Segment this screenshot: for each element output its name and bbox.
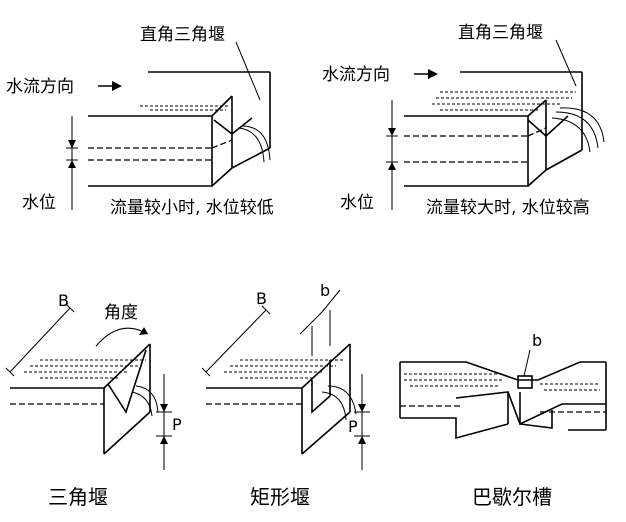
panel-triangular-weir-high-flow: 直角三角堰 水流方向 水位 流量较大时, 水位较高	[322, 23, 605, 218]
overflow-jet	[321, 391, 347, 421]
dimension-tick	[201, 367, 211, 377]
level-arrow	[388, 128, 396, 136]
overflow-jet	[237, 127, 265, 163]
panel-caption: 三角堰	[48, 485, 108, 509]
weir-bottom	[231, 147, 271, 169]
channel-bottom-edge	[527, 169, 547, 187]
overflow-jet	[559, 107, 605, 143]
channel-edge	[527, 99, 547, 117]
height-arrow	[358, 404, 366, 412]
dimension-tick	[5, 367, 15, 377]
panel-caption: 巴歇尔槽	[472, 485, 552, 509]
panel-caption: 流量较大时, 水位较高	[426, 198, 590, 218]
weir-label: 直角三角堰	[140, 25, 225, 45]
flow-arrow-head	[112, 81, 122, 91]
level-arrow	[68, 140, 76, 148]
flow-direction-label: 水流方向	[322, 65, 390, 85]
height-arrow	[358, 436, 366, 444]
panel-parshall-flume: b 巴歇尔槽	[399, 331, 607, 509]
overflow-jet	[131, 391, 153, 417]
weir-label: 直角三角堰	[458, 23, 543, 43]
throat-leader	[523, 349, 531, 377]
throat-marker	[517, 375, 533, 389]
v-notch	[107, 349, 147, 414]
notch-width-label: b	[320, 281, 330, 300]
angle-arrow	[139, 327, 148, 335]
notch-leader	[321, 289, 341, 313]
notch-dimension-line	[299, 311, 323, 335]
flume-outlet	[519, 410, 553, 429]
overflow-jet	[241, 125, 271, 161]
water-level-label: 水位	[340, 193, 374, 213]
panel-rectangular-weir: B b P 矩形堰	[201, 281, 370, 509]
channel-outline	[206, 387, 303, 454]
dimension-tick	[65, 303, 75, 313]
height-arrow	[160, 404, 168, 412]
channel-bottom-edge	[211, 167, 233, 187]
overflow-jet	[551, 117, 591, 153]
channel-outline	[10, 387, 105, 454]
panel-caption: 流量较小时, 水位较低	[110, 198, 274, 218]
angle-arc	[95, 327, 149, 347]
width-label: B	[58, 291, 69, 310]
width-dimension-line	[205, 309, 267, 373]
flume-wall-outline	[455, 391, 606, 426]
water-level-label: 水位	[22, 193, 56, 213]
panel-caption: 矩形堰	[250, 485, 310, 509]
dimension-tick	[261, 305, 271, 315]
height-arrow	[160, 436, 168, 444]
overflow-jet	[327, 385, 357, 415]
width-dimension-line	[9, 307, 71, 373]
flume-inlet-outline	[400, 417, 509, 440]
weir-leader-line	[555, 39, 577, 87]
v-notch	[527, 115, 569, 138]
channel-outline	[88, 115, 213, 187]
water-level-dash	[527, 127, 547, 137]
height-label: P	[172, 415, 182, 434]
weir-bottom	[301, 411, 351, 455]
angle-label: 角度	[104, 303, 138, 323]
overflow-jet	[555, 111, 599, 149]
flow-direction-label: 水流方向	[6, 77, 74, 97]
weir-leader-line	[235, 41, 261, 101]
v-notch	[213, 117, 253, 136]
weir-bottom	[103, 411, 151, 455]
overflow-jet	[135, 385, 159, 413]
flow-arrow-head	[428, 69, 438, 79]
level-arrow	[388, 162, 396, 170]
flume-top-outline	[400, 361, 606, 381]
panel-triangular-weir-low-flow: 直角三角堰 水流方向 水位 流量较小时, 水位较低	[6, 25, 274, 218]
water-level-dash	[211, 139, 233, 149]
width-label: B	[256, 289, 267, 308]
panel-triangular-weir: B 角度 P 三角堰	[5, 291, 182, 509]
channel-outline	[404, 115, 529, 187]
rectangular-notch	[311, 360, 331, 414]
level-arrow	[68, 160, 76, 168]
throat-width-label: b	[532, 331, 542, 350]
height-label: P	[348, 417, 358, 436]
weir-bottom	[545, 149, 583, 171]
